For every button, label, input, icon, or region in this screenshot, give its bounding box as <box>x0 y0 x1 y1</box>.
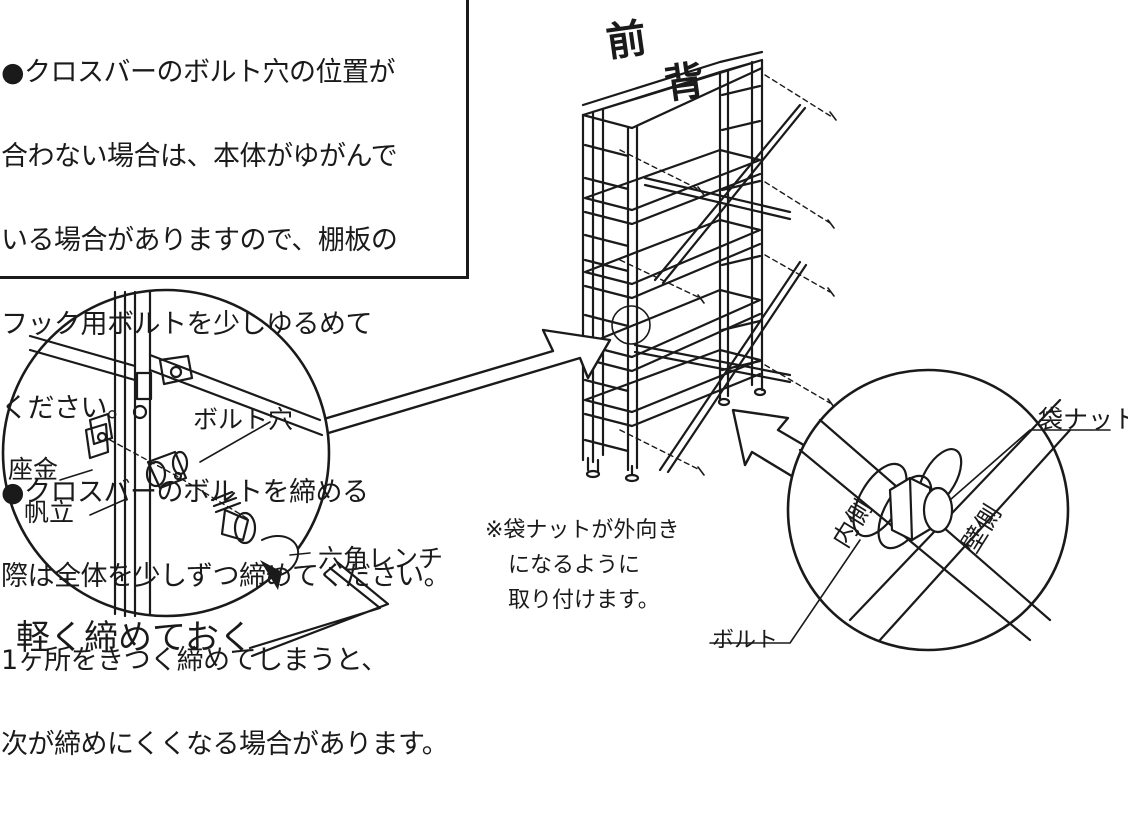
caption-line-3: 取り付けます。 <box>508 588 660 613</box>
bolt-detail-circle <box>1 288 331 618</box>
note-line: ●クロスバーのボルト穴の位置が <box>1 57 396 88</box>
note-line: 合わない場合は、本体がゆがんで <box>1 141 398 172</box>
hex-wrench-label: 六角レンチ <box>318 544 444 573</box>
note-line: ●クロスバーのボルトを締める <box>1 477 369 508</box>
bolt-hole-label: ボルト穴 <box>193 405 294 434</box>
note-line: いる場合がありますので、棚板の <box>1 225 398 256</box>
instruction-note-box: ●クロスバーのボルト穴の位置が 合わない場合は、本体がゆがんで いる場合がありま… <box>0 0 469 759</box>
caption-line-1: ※袋ナットが外向き <box>485 518 680 543</box>
nut-detail-circle <box>786 368 1072 652</box>
back-label: 背 <box>661 56 708 109</box>
tighten-lightly-label: 軽く締めておく <box>16 618 253 658</box>
front-label: 前 <box>603 14 650 67</box>
leader-lines-left <box>59 421 311 556</box>
hex-wrench <box>248 560 390 657</box>
cap-nut-label: 袋ナット <box>1038 405 1128 434</box>
note-line: フック用ボルトを少しゆるめて <box>1 309 373 340</box>
caption-line-2: になるように <box>508 553 641 578</box>
note-line: 次が締めにくくなる場合があります。 <box>1 729 449 760</box>
washer-label: 座金 <box>8 455 59 484</box>
bolt-label: ボルト <box>712 628 779 653</box>
assembly-diagram <box>1 50 1111 657</box>
sail-upright-label: 帆立 <box>24 498 75 527</box>
leader-lines-right <box>709 429 1111 644</box>
note-line: 際は全体を少しずつ締めてください。 <box>1 561 451 592</box>
shelf-unit <box>581 50 837 483</box>
note-line: ください。 <box>1 393 134 424</box>
